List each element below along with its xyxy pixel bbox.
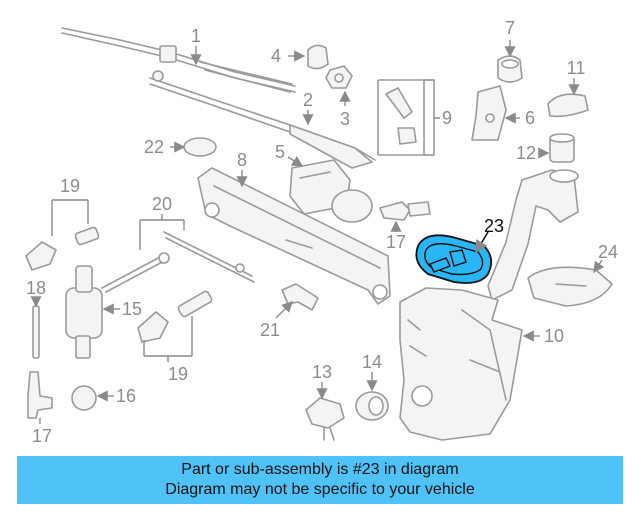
callout-18: 18 [26, 278, 46, 298]
callout-2: 2 [303, 90, 313, 110]
callout-6: 6 [525, 108, 535, 128]
callout-9: 9 [442, 108, 452, 128]
callout-19-top: 19 [60, 176, 80, 196]
callout-12: 12 [516, 143, 536, 163]
callout-16: 16 [116, 386, 136, 406]
part-13-valve [305, 397, 345, 441]
part-23-highlighted[interactable] [415, 234, 493, 284]
callout-4: 4 [271, 46, 281, 66]
leader-lines [30, 40, 605, 424]
callout-14: 14 [362, 352, 382, 372]
caption-line-2: Diagram may not be specific to your vehi… [165, 481, 475, 498]
callout-13: 13 [312, 362, 332, 382]
part-18-rod [32, 305, 40, 359]
filler-neck [487, 169, 579, 301]
callout-5: 5 [275, 142, 285, 162]
callout-21: 21 [260, 320, 280, 340]
callout-7: 7 [505, 18, 515, 38]
part-4-cap [307, 44, 329, 70]
callout-8: 8 [237, 150, 247, 170]
callout-20: 20 [152, 194, 172, 214]
callout-10: 10 [544, 326, 564, 346]
wiper-arm [149, 70, 376, 169]
part-22-grommet [183, 137, 217, 157]
part-20-rods [101, 231, 255, 293]
part-17-connector-bottom [27, 371, 53, 419]
callout-23: 23 [484, 216, 504, 236]
part-15-pump [65, 265, 103, 359]
part-19-nozzle-a [25, 226, 100, 271]
part-16-grommet [71, 385, 97, 411]
callout-11: 11 [567, 58, 586, 78]
callout-1: 1 [191, 26, 201, 46]
part-6-bracket [471, 85, 507, 141]
callout-3: 3 [340, 109, 350, 129]
callout-17-top: 17 [386, 232, 406, 252]
part-3-nut [325, 65, 353, 89]
callout-numbers: 1 2 3 4 5 6 7 8 9 10 11 12 13 14 15 16 1… [26, 18, 618, 446]
part-5-motor [289, 159, 373, 223]
part-24-cover [527, 266, 613, 307]
callout-15: 15 [122, 299, 142, 319]
callout-22: 22 [144, 137, 164, 157]
part-12-neck [549, 133, 575, 163]
part-11-cap [547, 93, 589, 118]
callout-24: 24 [598, 242, 618, 262]
part-14-grommet [355, 391, 389, 421]
part-8-linkage [197, 167, 391, 305]
caption-line-1: Part or sub-assembly is #23 in diagram [181, 461, 459, 478]
part-7-grommet [497, 55, 523, 83]
part-19-nozzle-b [137, 290, 213, 343]
wiper-blade [61, 27, 296, 93]
part-9-set [377, 79, 425, 156]
callout-17-bottom: 17 [32, 426, 52, 446]
callout-19-bottom: 19 [168, 364, 188, 384]
leader-23 [475, 231, 489, 254]
part-17-connector-top [379, 201, 431, 221]
part-10-reservoir [399, 287, 523, 441]
caption-banner: Part or sub-assembly is #23 in diagram D… [17, 456, 623, 504]
